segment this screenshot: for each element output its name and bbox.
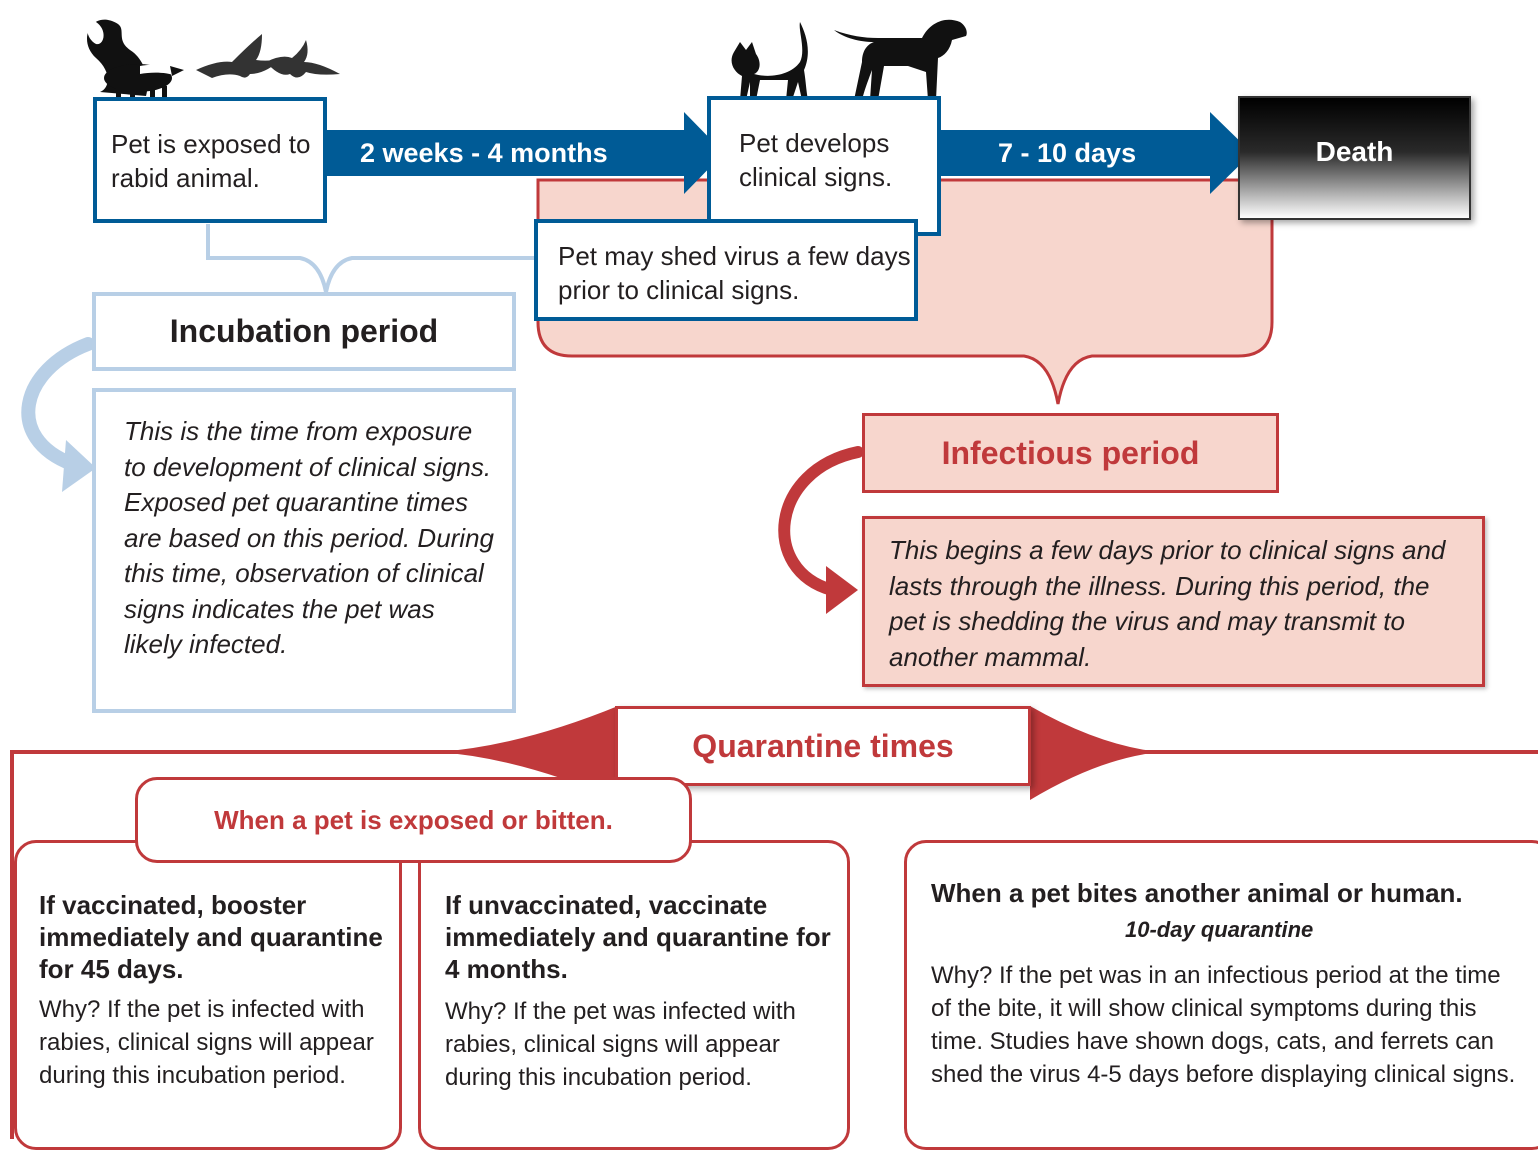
arrow-infectious-duration xyxy=(938,112,1252,194)
infectious-description-box: This begins a few days prior to clinical… xyxy=(862,516,1485,687)
vaccinated-panel: If vaccinated, booster immediately and q… xyxy=(14,840,402,1150)
unvaccinated-title: If unvaccinated, vaccinate immediately a… xyxy=(445,890,831,984)
unvaccinated-body: Why? If the pet was infected with rabies… xyxy=(445,998,796,1091)
vaccinated-title: If vaccinated, booster immediately and q… xyxy=(39,890,383,984)
incubation-arrowhead xyxy=(62,440,96,492)
infectious-title-box: Infectious period xyxy=(862,413,1279,493)
quarantine-title-box: Quarantine times xyxy=(615,706,1031,786)
exposed-box: Pet is exposed to rabid animal. xyxy=(93,97,327,223)
infectious-arrowhead xyxy=(826,566,858,614)
infectious-title: Infectious period xyxy=(941,434,1200,471)
bat-icon xyxy=(196,34,340,78)
incubation-description: This is the time from exposure to develo… xyxy=(124,416,495,659)
shed-virus-text: Pet may shed virus a few days prior to c… xyxy=(558,241,911,305)
exposed-heading-box: When a pet is exposed or bitten. xyxy=(135,777,692,863)
cat-icon xyxy=(731,22,808,100)
bites-title: When a pet bites another animal or human… xyxy=(931,878,1463,908)
vaccinated-body: Why? If the pet is infected with rabies,… xyxy=(39,996,374,1089)
incubation-curve-arrow xyxy=(21,337,95,471)
unvaccinated-panel: If unvaccinated, vaccinate immediately a… xyxy=(418,840,850,1150)
quarantine-wing-right xyxy=(1030,706,1160,800)
incubation-bracket xyxy=(206,224,536,293)
quarantine-wing-left xyxy=(438,706,618,800)
exposed-text: Pet is exposed to rabid animal. xyxy=(111,129,311,193)
bites-panel: When a pet bites another animal or human… xyxy=(904,840,1538,1150)
incubation-title: Incubation period xyxy=(169,313,439,349)
quarantine-title: Quarantine times xyxy=(692,727,954,764)
infectious-curve-arrow xyxy=(778,446,864,596)
death-text: Death xyxy=(1315,136,1394,167)
skunk-icon xyxy=(87,19,184,100)
arrow-incubation-duration xyxy=(322,112,724,194)
death-box: Death xyxy=(1238,96,1471,220)
shed-virus-box: Pet may shed virus a few days prior to c… xyxy=(534,219,918,321)
clinical-signs-text: Pet develops clinical signs. xyxy=(739,128,893,192)
incubation-description-box: This is the time from exposure to develo… xyxy=(92,388,516,713)
bites-subtitle: 10-day quarantine xyxy=(1125,917,1314,942)
arrow2-label: 7 - 10 days xyxy=(998,138,1137,168)
infectious-description: This begins a few days prior to clinical… xyxy=(889,535,1446,672)
bites-body: Why? If the pet was in an infectious per… xyxy=(931,962,1516,1088)
clinical-signs-box: Pet develops clinical signs. xyxy=(707,96,941,236)
arrow1-label: 2 weeks - 4 months xyxy=(360,138,608,168)
dog-icon xyxy=(834,19,967,101)
incubation-title-box: Incubation period xyxy=(92,292,516,371)
exposed-heading: When a pet is exposed or bitten. xyxy=(214,804,613,835)
